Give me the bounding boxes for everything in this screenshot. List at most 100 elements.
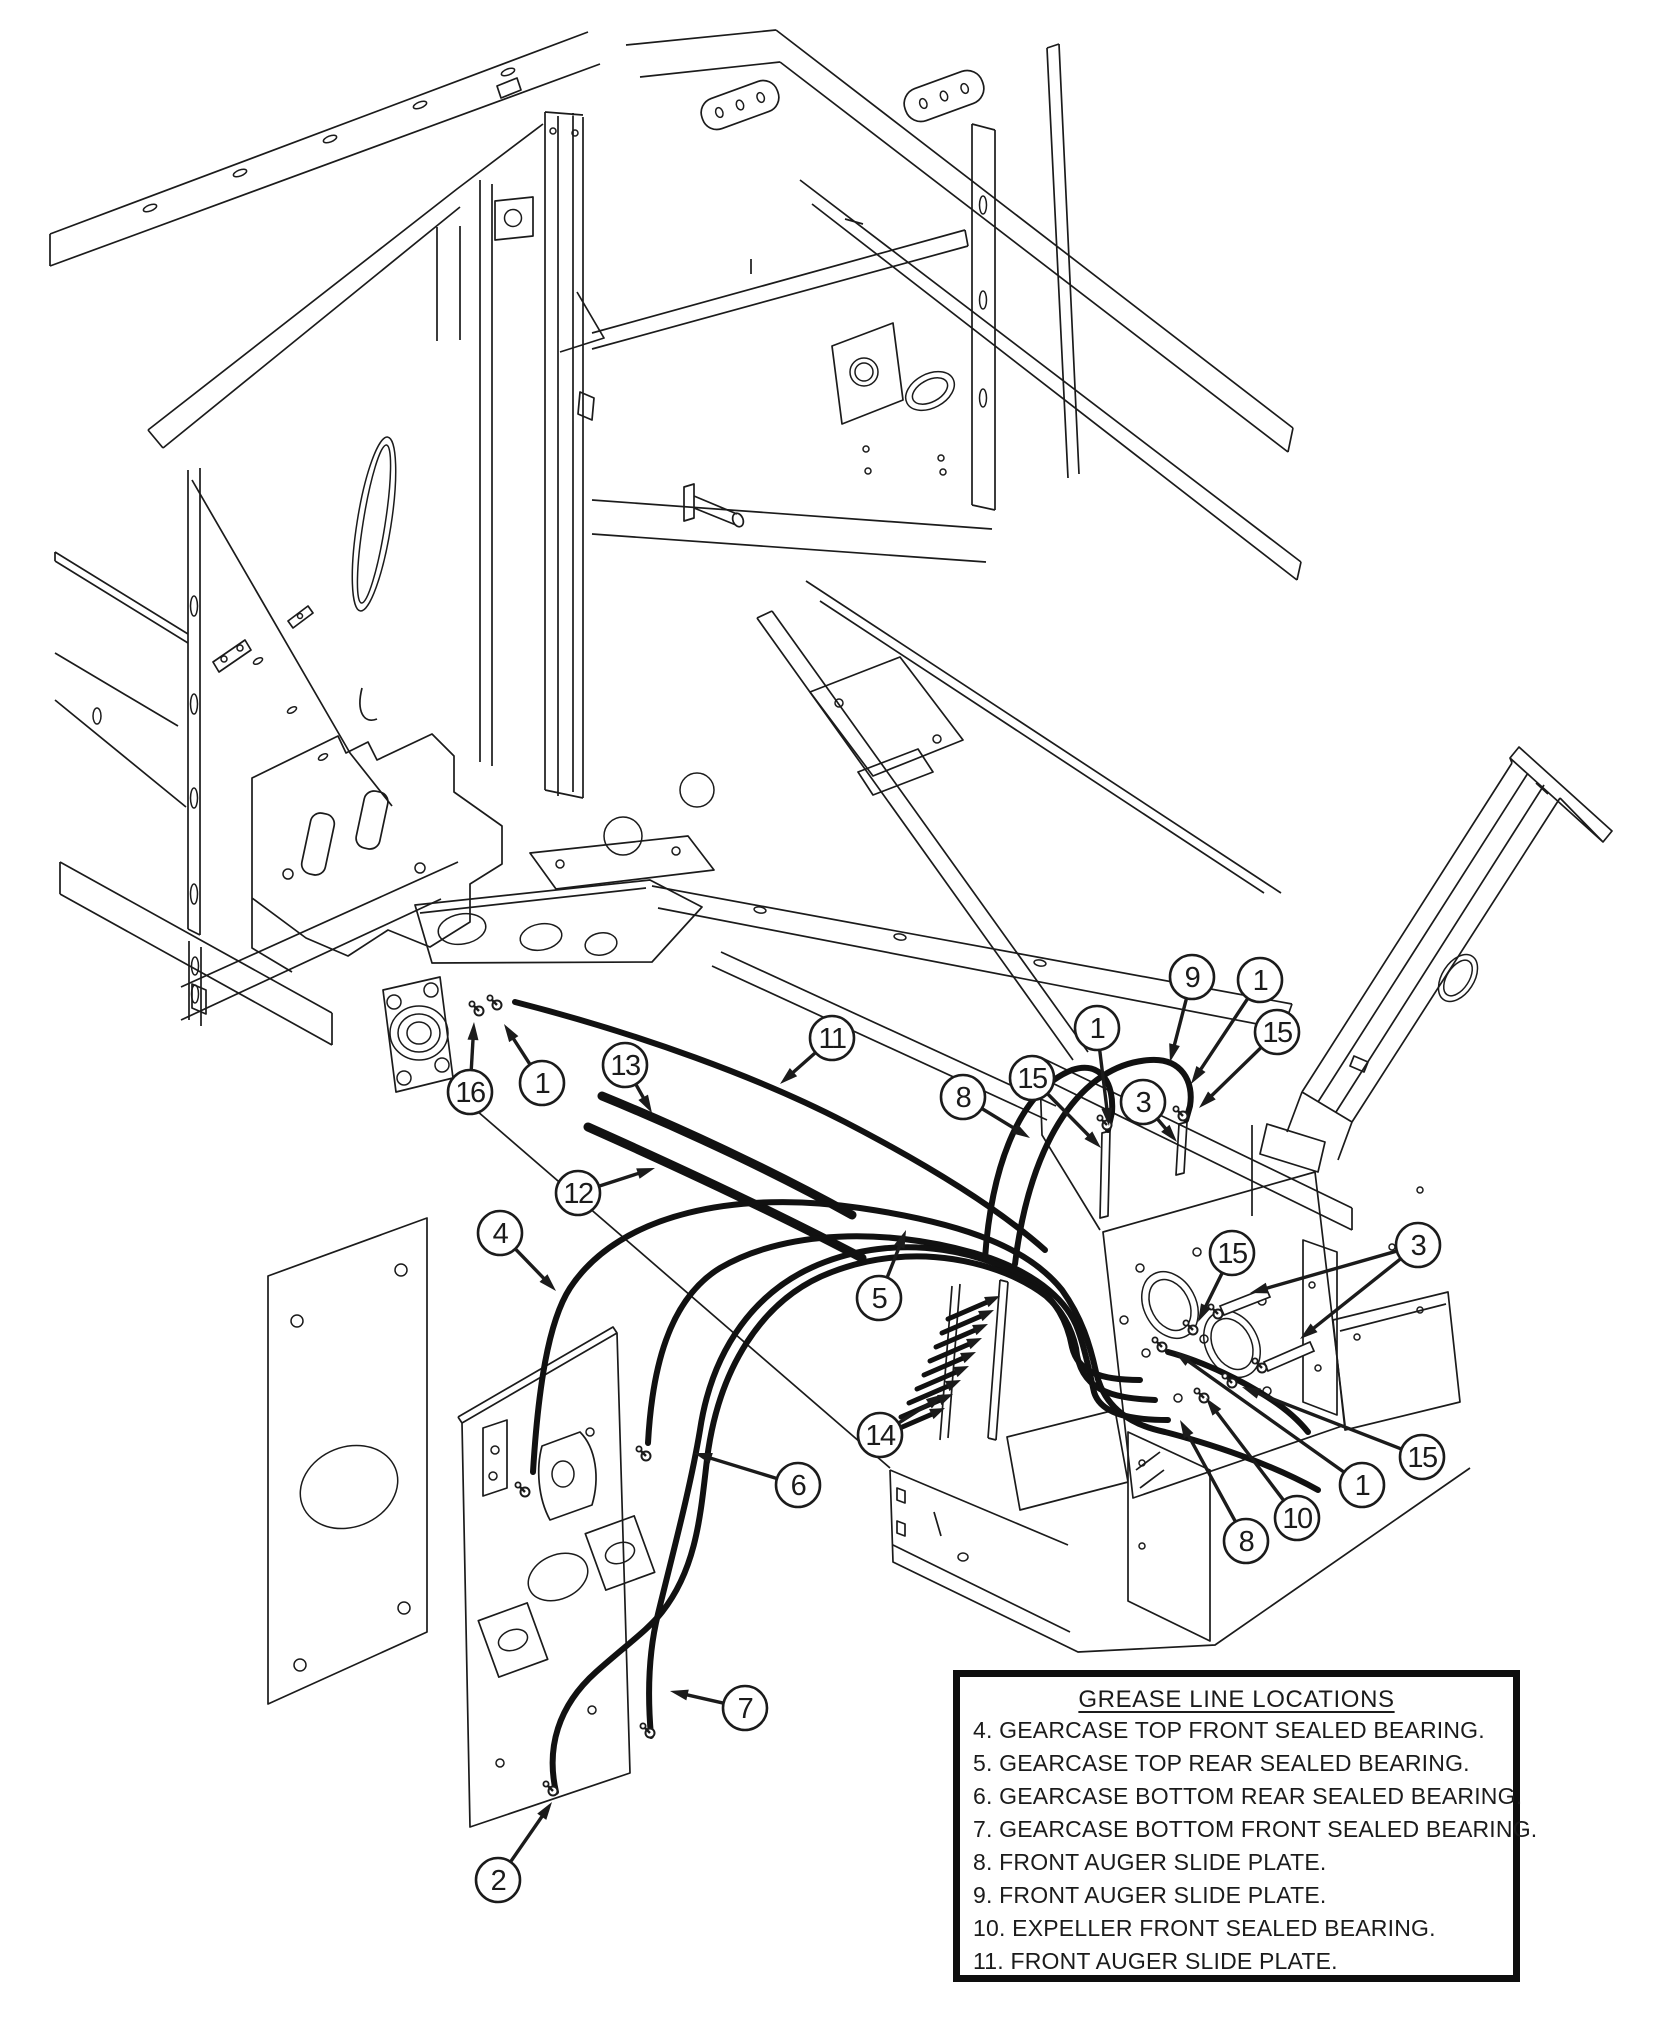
callout-1: 1	[1174, 1351, 1386, 1509]
shaft-stub	[683, 483, 738, 526]
callout-2: 2	[474, 1802, 552, 1904]
left-rails	[54, 551, 459, 1046]
top-left-rails	[49, 29, 781, 267]
grease-lines	[512, 999, 1321, 1795]
callout-balloon	[446, 1068, 494, 1116]
grease-arch-a	[982, 1064, 1116, 1261]
callout-1: 1	[1191, 956, 1284, 1084]
left-flange	[187, 468, 207, 1026]
gearcase-plates	[267, 1217, 656, 1828]
mid-shelf-gusset	[591, 218, 969, 350]
zerk-fitting	[514, 1481, 531, 1498]
bearing-housing-block	[537, 1431, 597, 1521]
zerk-fitting	[542, 1780, 559, 1797]
gearcase-mount-plate	[457, 1326, 631, 1828]
manifold-arrow	[927, 1338, 982, 1364]
callout-number: 3	[1411, 1230, 1426, 1262]
callout-balloon	[939, 1073, 987, 1121]
callout-number: 15	[1017, 1063, 1047, 1095]
callout-8: 8	[939, 1073, 1030, 1138]
callout-number: 1	[1253, 965, 1268, 997]
callout-balloon	[1168, 953, 1216, 1001]
callout-balloon	[856, 1411, 904, 1459]
callout-16: 16	[446, 1022, 494, 1116]
callout-balloon	[808, 1014, 856, 1062]
discharge-chute	[1286, 746, 1613, 1251]
callout-10: 10	[1206, 1398, 1321, 1542]
callout-number: 11	[818, 1023, 845, 1055]
callout-number: 1	[1355, 1470, 1370, 1502]
legend-item: 5. GEARCASE TOP REAR SEALED BEARING.	[973, 1750, 1470, 1776]
callout-number: 7	[738, 1693, 753, 1725]
tongue-plate	[529, 835, 715, 890]
legend-box: GREASE LINE LOCATIONS 4. GEARCASE TOP FR…	[953, 1670, 1537, 1982]
callout-4: 4	[476, 1209, 556, 1291]
callout-15: 15	[1242, 1387, 1446, 1481]
callout-number: 12	[563, 1178, 593, 1210]
callout-balloon	[474, 1856, 522, 1904]
callout-balloon	[855, 1274, 903, 1322]
callout-6: 6	[694, 1453, 822, 1509]
flange-bearing	[382, 976, 454, 1093]
zerk-fitting	[1221, 1372, 1238, 1389]
zerk-fitting	[1207, 1303, 1224, 1320]
legend-item: 11. FRONT AUGER SLIDE PLATE.	[973, 1948, 1338, 1974]
incline-plates	[809, 656, 964, 796]
callout-number: 2	[491, 1865, 506, 1897]
zerk-fitting	[635, 1445, 652, 1462]
callout-balloon	[601, 1041, 649, 1089]
callout-balloon	[518, 1059, 566, 1107]
zerk-fitting	[1251, 1357, 1268, 1374]
callout-9: 9	[1168, 953, 1216, 1062]
callout-15: 15	[1199, 1008, 1301, 1108]
callout-5: 5	[855, 1230, 906, 1322]
right-roof-panels	[775, 29, 1302, 581]
callout-1: 1	[504, 1024, 566, 1107]
grease-line-13	[597, 1091, 857, 1220]
callout-balloon	[1222, 1517, 1270, 1565]
manifold-arrow	[939, 1310, 994, 1336]
callout-number: 6	[791, 1470, 806, 1502]
grease-line-2	[549, 1253, 1158, 1795]
callout-14: 14	[856, 1394, 944, 1459]
grease-arch-b	[1012, 1056, 1194, 1267]
callout-balloon	[1073, 1004, 1121, 1052]
callout-number: 9	[1185, 962, 1200, 994]
callout-number: 4	[493, 1218, 509, 1250]
callout-balloon	[1253, 1008, 1301, 1056]
manifold-arrow	[921, 1352, 976, 1378]
grease-line-12	[583, 1122, 867, 1263]
callout-number: 8	[1239, 1526, 1254, 1558]
callout-balloon	[1208, 1229, 1256, 1277]
callout-balloon	[1398, 1433, 1446, 1481]
access-plate	[831, 322, 904, 425]
tongue-beam	[414, 879, 703, 964]
callout-1: 1	[1073, 1004, 1121, 1126]
manifold-bar	[939, 1279, 1009, 1441]
legend-item: 9. FRONT AUGER SLIDE PLATE.	[973, 1882, 1327, 1908]
right-upright-channel	[971, 123, 996, 511]
manifold-arrow	[933, 1324, 988, 1350]
callout-number: 10	[1282, 1503, 1312, 1535]
callout-11: 11	[780, 1014, 856, 1084]
face-bolt-dots	[1119, 1247, 1272, 1403]
callout-balloon	[721, 1684, 769, 1732]
v-frame	[461, 580, 1282, 1469]
mount-bracket	[251, 733, 503, 973]
callout-number: 15	[1262, 1017, 1292, 1049]
channel-tower	[479, 111, 605, 799]
bolt-dots	[862, 445, 947, 476]
callout-3: 3	[1119, 1078, 1177, 1142]
callout-balloon	[476, 1209, 524, 1257]
frame-linework	[49, 29, 1302, 1469]
manifold-arrow	[914, 1366, 969, 1392]
callout-number: 1	[535, 1068, 550, 1100]
callout-15: 15	[1198, 1229, 1256, 1322]
legend-item: 10. EXPELLER FRONT SEALED BEARING.	[973, 1915, 1436, 1941]
grease-line-6	[645, 1233, 1171, 1446]
callout-13: 13	[601, 1041, 652, 1113]
callout-balloon	[774, 1461, 822, 1509]
manifold-arrow-fan	[890, 1296, 1000, 1434]
callout-balloon	[1008, 1054, 1056, 1102]
